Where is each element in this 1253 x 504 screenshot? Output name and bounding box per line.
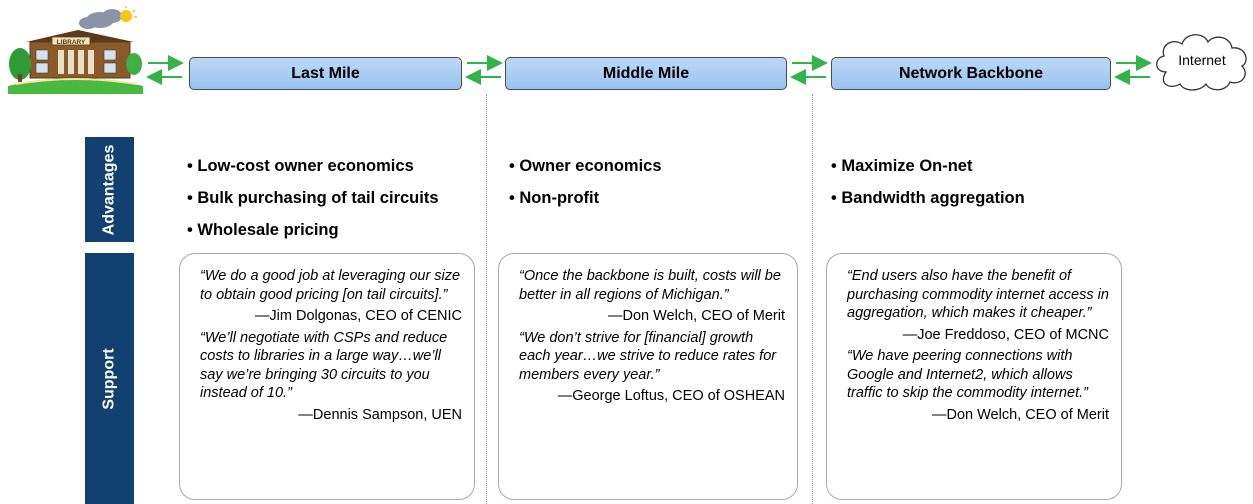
advantage-item: • Low-cost owner economics	[187, 157, 414, 175]
quote-attribution: —Don Welch, CEO of Merit	[931, 406, 1109, 423]
library-sign: LIBRARY	[57, 39, 86, 46]
support-quotes-network-backbone: “End users also have the benefit of purc…	[826, 253, 1122, 500]
advantage-item: • Non-profit	[509, 189, 600, 207]
quote-text: “Once the backbone is built, costs will …	[519, 268, 781, 303]
quote-attribution: —George Loftus, CEO of OSHEAN	[557, 388, 785, 404]
quote-attribution: —Joe Freddoso, CEO of MCNC	[902, 326, 1109, 343]
stage-label: Middle Mile	[602, 64, 690, 82]
advantages-middle-mile: • Owner economics • Non-profit	[509, 150, 662, 214]
arrow-middlemile-backbone	[790, 55, 828, 85]
advantages-network-backbone: • Maximize On-net • Bandwidth aggregatio…	[831, 150, 1025, 214]
cloud-icon	[1156, 34, 1247, 91]
quote-text: “We’ll negotiate with CSPs and reduce co…	[200, 329, 448, 402]
quote-text: “We don’t strive for [financial] growth …	[519, 329, 777, 383]
internet-label: Internet	[1178, 52, 1226, 68]
quote-text: “End users also have the benefit of purc…	[847, 268, 1109, 321]
stage-label: Network Backbone	[898, 64, 1044, 82]
advantages-row-label: Advantages	[85, 137, 134, 242]
arrow-library-lastmile	[146, 55, 184, 85]
connector-arrows	[146, 55, 1152, 85]
quote-attribution: —Dennis Sampson, UEN	[298, 406, 462, 423]
quote-text: “We do a good job at leveraging our size…	[200, 268, 461, 303]
stage-middle-mile: Middle Mile	[505, 57, 787, 90]
library-building-icon: LIBRARY	[8, 4, 143, 96]
support-row-label: Support	[85, 253, 134, 504]
internet-cloud: Internet	[1152, 28, 1252, 94]
stage-label: Last Mile	[291, 64, 360, 82]
advantage-item: • Bandwidth aggregation	[831, 189, 1025, 207]
column-divider	[486, 94, 487, 504]
advantages-last-mile: • Low-cost owner economics • Bulk purcha…	[187, 150, 439, 246]
quote-attribution: —Don Welch, CEO of Merit	[607, 308, 785, 324]
arrow-backbone-internet	[1114, 55, 1152, 85]
advantage-item: • Maximize On-net	[831, 157, 973, 175]
advantage-item: • Bulk purchasing of tail circuits	[187, 189, 439, 207]
arrow-lastmile-middlemile	[465, 55, 503, 85]
stage-last-mile: Last Mile	[189, 57, 462, 90]
stage-network-backbone: Network Backbone	[831, 57, 1111, 90]
advantage-item: • Wholesale pricing	[187, 221, 339, 239]
quote-attribution: —Jim Dolgonas, CEO of CENIC	[254, 308, 462, 324]
column-divider	[812, 94, 813, 504]
advantage-item: • Owner economics	[509, 157, 662, 175]
quote-text: “We have peering connections with Google…	[847, 348, 1088, 401]
support-quotes-last-mile: “We do a good job at leveraging our size…	[179, 253, 475, 500]
support-quotes-middle-mile: “Once the backbone is built, costs will …	[498, 253, 798, 500]
